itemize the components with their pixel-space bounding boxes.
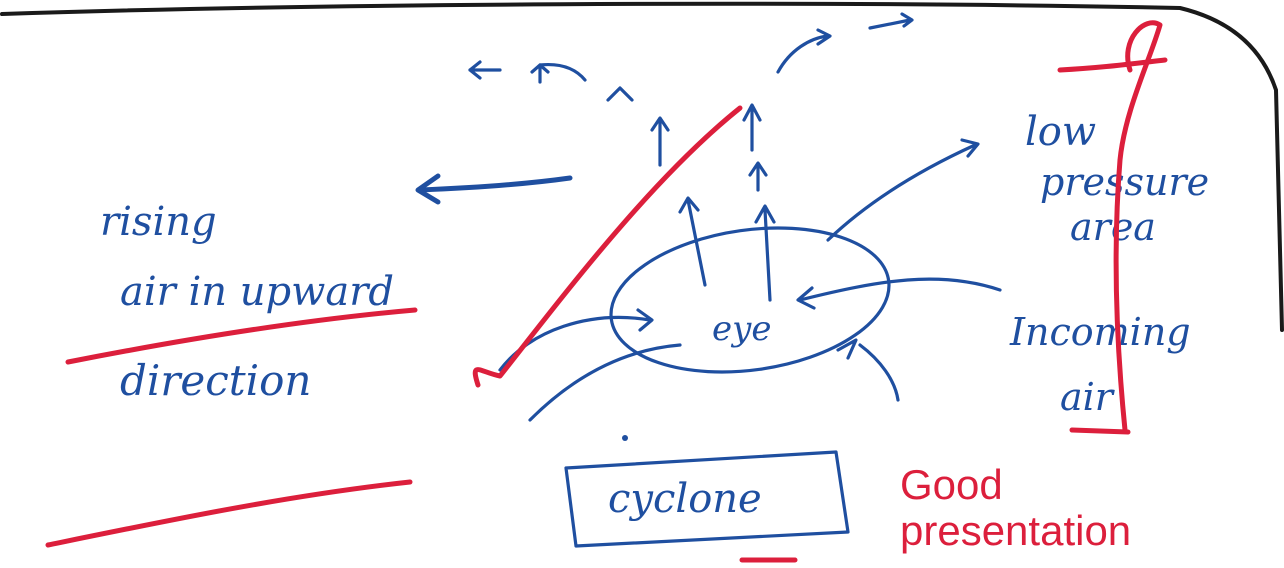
upward-arrows — [678, 103, 776, 302]
area-label: area — [1070, 205, 1156, 249]
comment-line2: presentation — [900, 507, 1132, 554]
comment-line1: Good — [900, 461, 1003, 508]
eye-ellipse — [609, 226, 891, 374]
incoming-label: Incoming — [1009, 310, 1191, 354]
cyclone-label: cyclone — [608, 476, 762, 522]
inflow-swirls — [498, 138, 1002, 422]
rising-label: rising — [100, 199, 217, 245]
red-annotations — [45, 20, 1168, 563]
rising-air-arrow — [415, 173, 573, 205]
incoming-air-label: air — [1060, 375, 1116, 419]
low-label: low — [1025, 109, 1096, 155]
rising-line2: air in upward — [120, 269, 394, 315]
teacher-comment: Good presentation — [900, 462, 1230, 554]
rising-line3: direction — [120, 356, 311, 405]
top-arrows — [468, 12, 914, 167]
pressure-label: pressure — [1040, 160, 1209, 204]
cyclone-box — [564, 435, 850, 548]
eye-label: eye — [712, 309, 771, 349]
page-border — [0, 1, 1284, 332]
